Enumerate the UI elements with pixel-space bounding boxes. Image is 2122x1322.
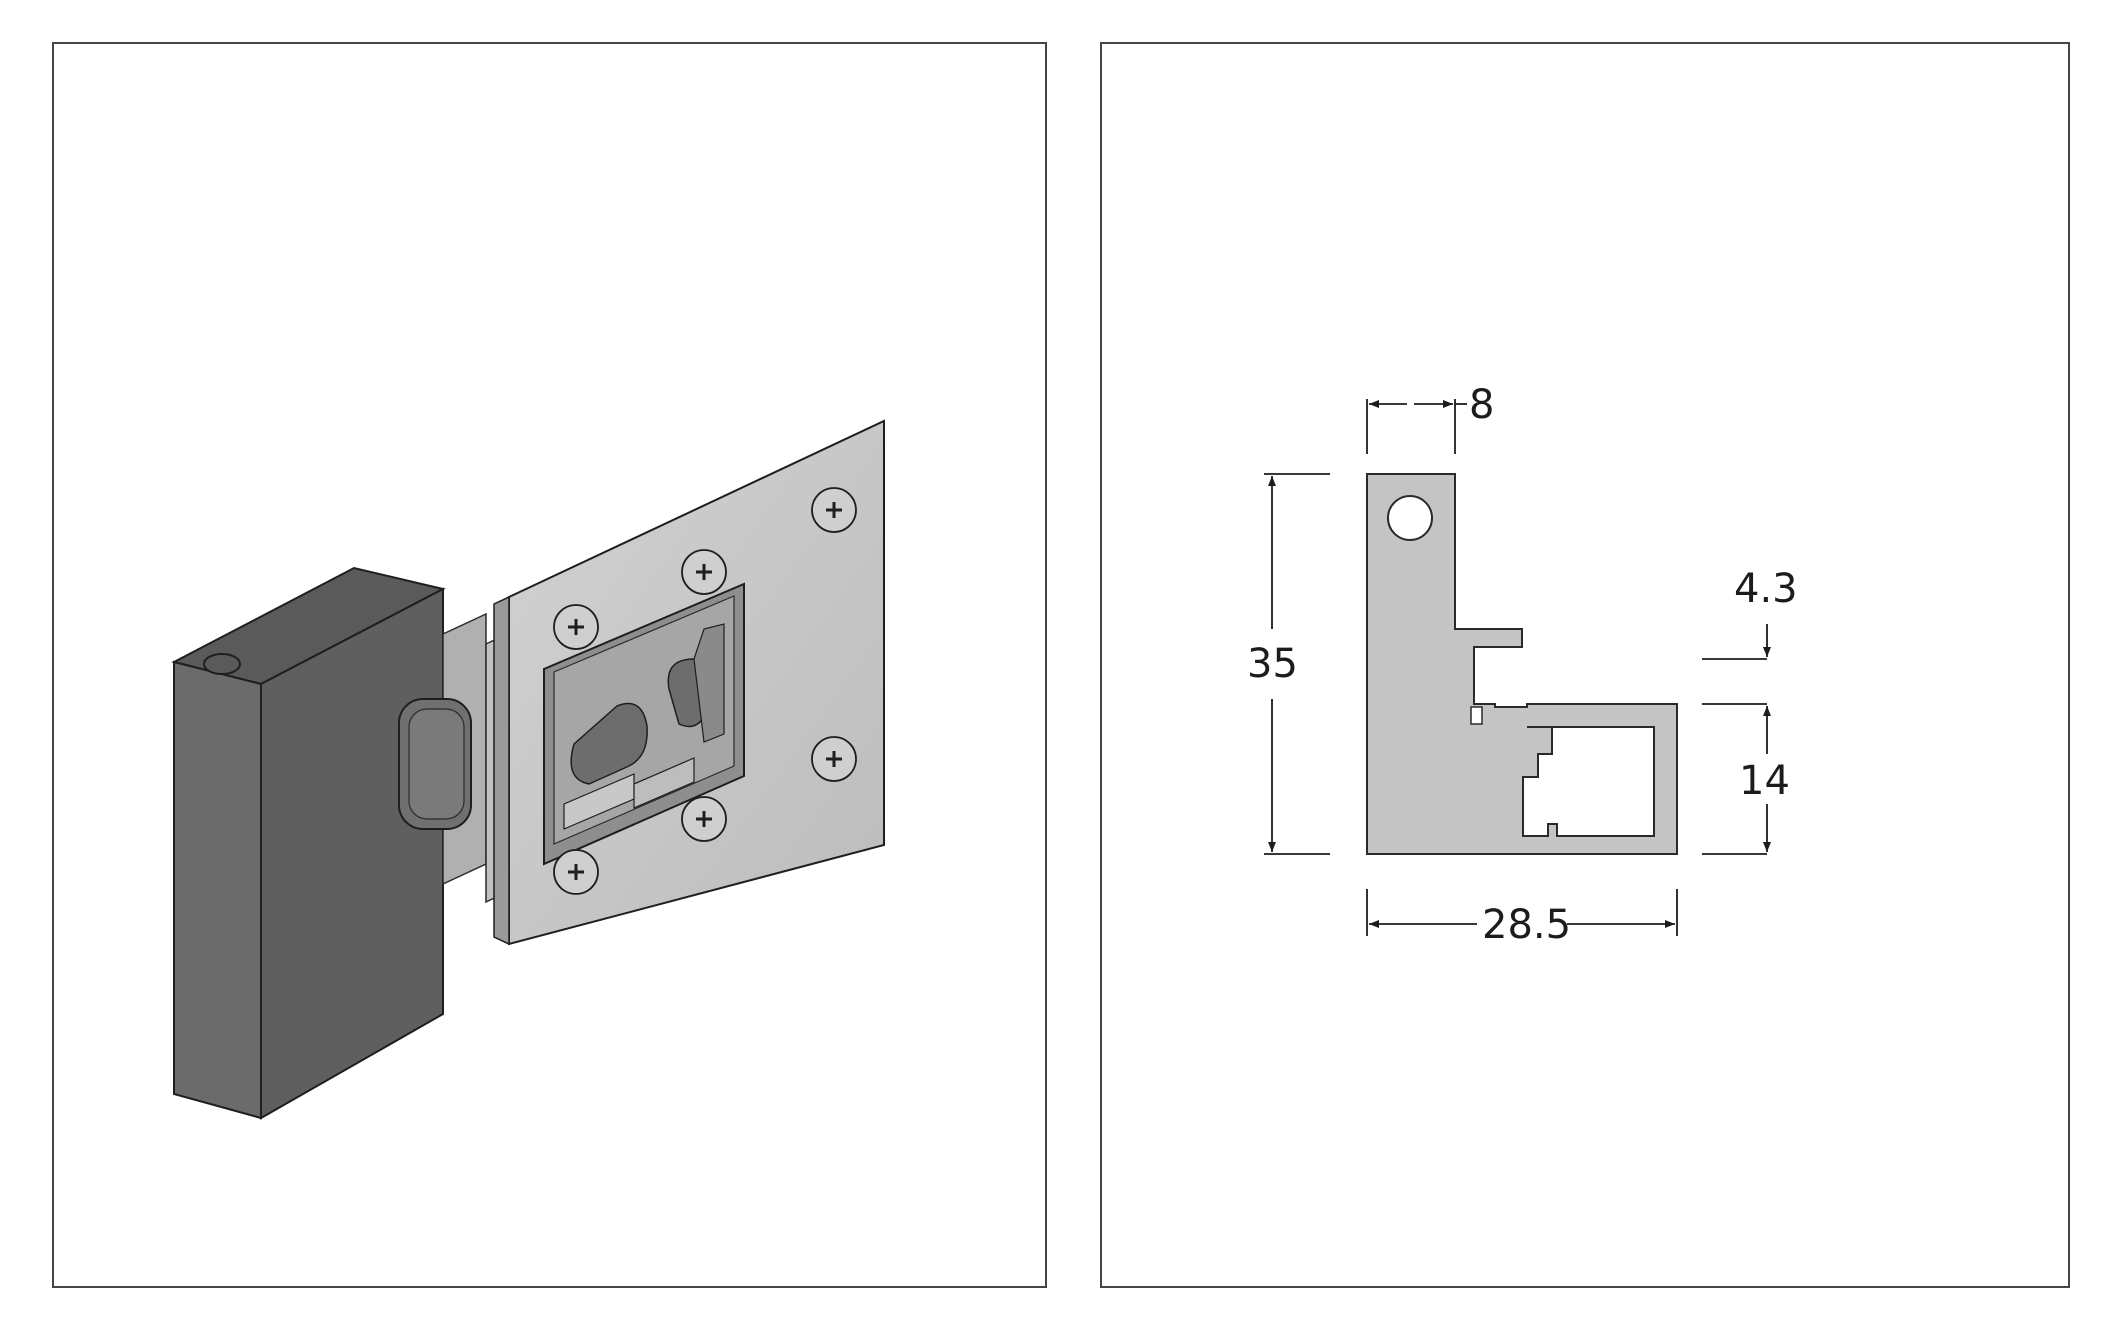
dim-offset: 4.3 bbox=[1702, 566, 1798, 660]
hinge-illustration bbox=[171, 419, 885, 1120]
dim-total-height: 35 bbox=[1247, 473, 1330, 855]
dim-label-flange-width: 8 bbox=[1469, 382, 1494, 428]
mounting-hole bbox=[1387, 495, 1433, 541]
screw-icon bbox=[811, 487, 857, 533]
screw-icon bbox=[811, 736, 857, 782]
aluminium-profile bbox=[1366, 473, 1678, 855]
screw-icon bbox=[553, 849, 599, 895]
dim-flange-width: 8 bbox=[1366, 382, 1494, 454]
dim-label-offset: 4.3 bbox=[1734, 566, 1798, 612]
mounting-block bbox=[171, 566, 446, 1120]
dim-channel-height: 14 bbox=[1702, 703, 1790, 855]
profile-drawing: 8 35 4.3 14 28 bbox=[1247, 382, 1798, 948]
profile-drawing-panel: 8 35 4.3 14 28 bbox=[1100, 42, 2070, 1288]
screw-icon bbox=[681, 796, 727, 842]
block-hole bbox=[203, 653, 241, 675]
dim-label-total-width: 28.5 bbox=[1482, 902, 1571, 948]
dim-label-total-height: 35 bbox=[1247, 641, 1298, 687]
dim-total-width: 28.5 bbox=[1366, 889, 1678, 948]
dim-label-channel-height: 14 bbox=[1739, 758, 1790, 804]
hinge-plate bbox=[493, 419, 885, 946]
hinge-illustration-panel bbox=[52, 42, 1047, 1288]
screw-icon bbox=[553, 604, 599, 650]
screw-icon bbox=[681, 549, 727, 595]
